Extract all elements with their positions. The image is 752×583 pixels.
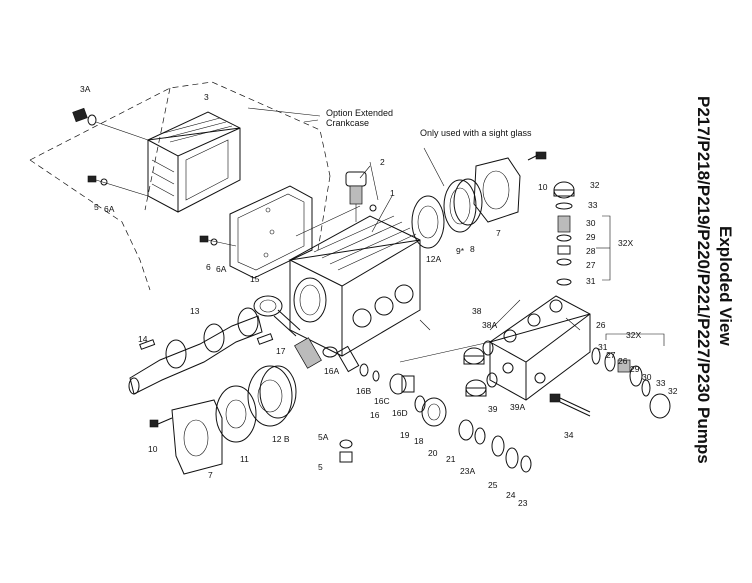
label-6A-mid: 6A [216, 264, 227, 274]
label-25: 25 [488, 480, 498, 490]
plug-stack-right [591, 333, 671, 419]
title-line-2: P217/P218/P219/P220/P221/P227/P230 Pumps [694, 96, 713, 464]
label-33-right: 33 [656, 378, 666, 388]
crankshaft-13 [128, 307, 263, 395]
label-18: 18 [414, 436, 424, 446]
label-30-top: 30 [586, 218, 596, 228]
label-32-top: 32 [590, 180, 600, 190]
pin-17 [256, 333, 274, 345]
label-6: 6 [206, 262, 211, 272]
leader-lines [303, 119, 610, 363]
title-line-1: Exploded View [716, 226, 735, 346]
label-29-top: 29 [586, 232, 596, 242]
label-34: 34 [564, 430, 574, 440]
label-10-top: 10 [538, 182, 548, 192]
bolts-5-6A [87, 175, 237, 247]
label-33-top: 33 [588, 200, 598, 210]
label-1: 1 [390, 188, 395, 198]
label-38: 38 [472, 306, 482, 316]
label-20: 20 [428, 448, 438, 458]
label-5: 5 [94, 202, 99, 212]
label-5A: 5A [318, 432, 329, 442]
label-24: 24 [506, 490, 516, 500]
label-39: 39 [488, 404, 498, 414]
manifold-26 [488, 295, 591, 401]
note-sight-glass: Only used with a sight glass [420, 128, 532, 138]
label-16C: 16C [374, 396, 390, 406]
main-crankcase-part [288, 205, 421, 357]
label-21: 21 [446, 454, 456, 464]
label-39A: 39A [510, 402, 525, 412]
label-23: 23 [518, 498, 528, 508]
label-14: 14 [138, 334, 148, 344]
label-7-top: 7 [496, 228, 501, 238]
label-32X-right: 32X [626, 330, 641, 340]
bolt-34 [549, 393, 591, 417]
option-crankcase-outline [29, 81, 331, 291]
label-32-right: 32 [668, 386, 678, 396]
label-16B: 16B [356, 386, 371, 396]
note-crankcase: Crankcase [326, 118, 369, 128]
extended-crankcase-part [146, 111, 241, 213]
label-5-bottom: 5 [318, 462, 323, 472]
label-16A: 16A [324, 366, 339, 376]
seal-pack-19-20 [389, 373, 447, 427]
label-23A: 23A [460, 466, 475, 476]
label-27-top: 27 [586, 260, 596, 270]
label-29-right: 29 [630, 364, 640, 374]
label-2: 2 [380, 157, 385, 167]
label-9: 9* [456, 246, 465, 256]
label-26-right: 26 [618, 356, 628, 366]
label-15: 15 [250, 274, 260, 284]
plunger-assembly-16 [294, 337, 380, 382]
label-31-top: 31 [586, 276, 596, 286]
label-26: 26 [596, 320, 606, 330]
label-19: 19 [400, 430, 410, 440]
label-12A: 12A [426, 254, 441, 264]
label-17: 17 [276, 346, 286, 356]
pin-14 [139, 339, 156, 350]
part-labels: 3A 3 5 6A 6 6A 2 1 12A 9* 8 7 10 32 33 3… [80, 84, 678, 508]
label-27-right: 27 [606, 350, 616, 360]
label-32X-top: 32X [618, 238, 633, 248]
label-16: 16 [370, 410, 380, 420]
label-8: 8 [470, 244, 475, 254]
bolts-5A-5 [339, 439, 353, 463]
oil-cap-2 [345, 171, 377, 222]
title-block: Exploded View P217/P218/P219/P220/P221/P… [662, 10, 744, 570]
label-7-bottom: 7 [208, 470, 213, 480]
label-30-right: 30 [642, 372, 652, 382]
gasket-frame [229, 185, 313, 279]
label-16D: 16D [392, 408, 408, 418]
connecting-rod-15 [253, 295, 301, 337]
label-3: 3 [204, 92, 209, 102]
plug-stack-top [553, 181, 611, 286]
title-canvas: Exploded View P217/P218/P219/P220/P221/P… [694, 96, 735, 464]
bearing-cover-group [411, 147, 521, 249]
label-12B: 12 B [272, 434, 290, 444]
label-38A: 38A [482, 320, 497, 330]
notes: Option Extended Crankcase Only used with… [326, 108, 532, 138]
label-3A: 3A [80, 84, 91, 94]
plug-3A [72, 107, 149, 141]
label-6A-top: 6A [104, 204, 115, 214]
note-option-extended: Option Extended [326, 108, 393, 118]
valves-38-39 [463, 340, 498, 397]
bolt-10-bottom [149, 417, 173, 428]
label-10-bottom: 10 [148, 444, 158, 454]
bolt-10-top [527, 151, 547, 161]
rings-21-25 [458, 419, 532, 473]
label-11: 11 [240, 454, 249, 464]
label-31-right: 31 [598, 342, 608, 352]
bearing-cover-bottom [171, 365, 297, 475]
label-13: 13 [190, 306, 200, 316]
label-28: 28 [586, 246, 596, 256]
